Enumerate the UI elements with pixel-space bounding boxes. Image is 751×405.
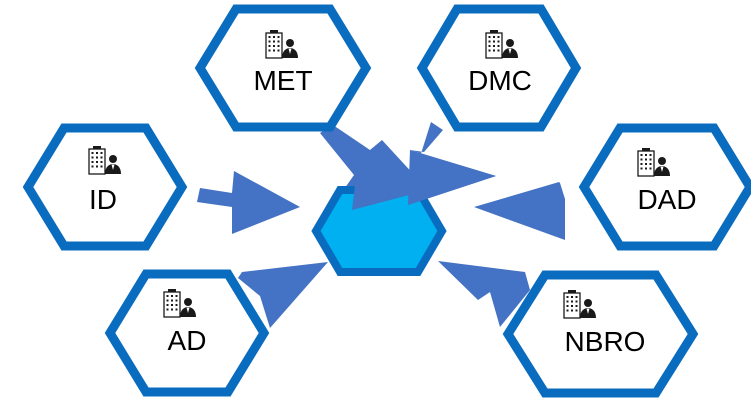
arrow-met-to-center [320, 125, 428, 192]
building-person-icon [88, 146, 121, 175]
node-label-ad: AD [168, 325, 207, 356]
hexagon-shape [22, 123, 188, 251]
hexagon-shape [416, 4, 582, 132]
hexagon-node-nbro: NBRO [502, 270, 699, 398]
node-label-nbro: NBRO [565, 326, 646, 357]
node-label-id: ID [89, 184, 117, 215]
arrow-nbro-to-center [438, 261, 530, 327]
node-label-dmc: DMC [468, 65, 532, 96]
building-person-icon [485, 30, 518, 59]
building-person-icon [637, 148, 670, 177]
hexagon-shape [104, 269, 270, 397]
node-label-dad: DAD [637, 184, 696, 215]
arrow-dad-to-center [474, 182, 565, 240]
center-node [311, 186, 447, 276]
hexagon-node-dmc: DMC [416, 4, 582, 132]
hexagon-node-dad: DAD [578, 123, 751, 251]
hexagon-shape [502, 270, 699, 398]
arrow-tip-dmc [408, 150, 496, 205]
arrow-ad-to-center [238, 262, 328, 328]
building-person-icon [163, 289, 196, 318]
center-hexagon-shape [311, 186, 447, 276]
hexagon-shape [194, 4, 372, 132]
hexagon-shape [578, 123, 751, 251]
arrow-tips-layer [352, 150, 496, 210]
hexagon-node-id: ID [22, 123, 188, 251]
arrow-id-to-center [197, 171, 300, 234]
hexagon-node-met: MET [194, 4, 372, 132]
arrow-tip-met [352, 177, 428, 210]
node-label-met: MET [253, 65, 312, 96]
building-person-icon [563, 290, 596, 319]
building-person-icon [265, 30, 298, 59]
hexagon-node-ad: AD [104, 269, 270, 397]
